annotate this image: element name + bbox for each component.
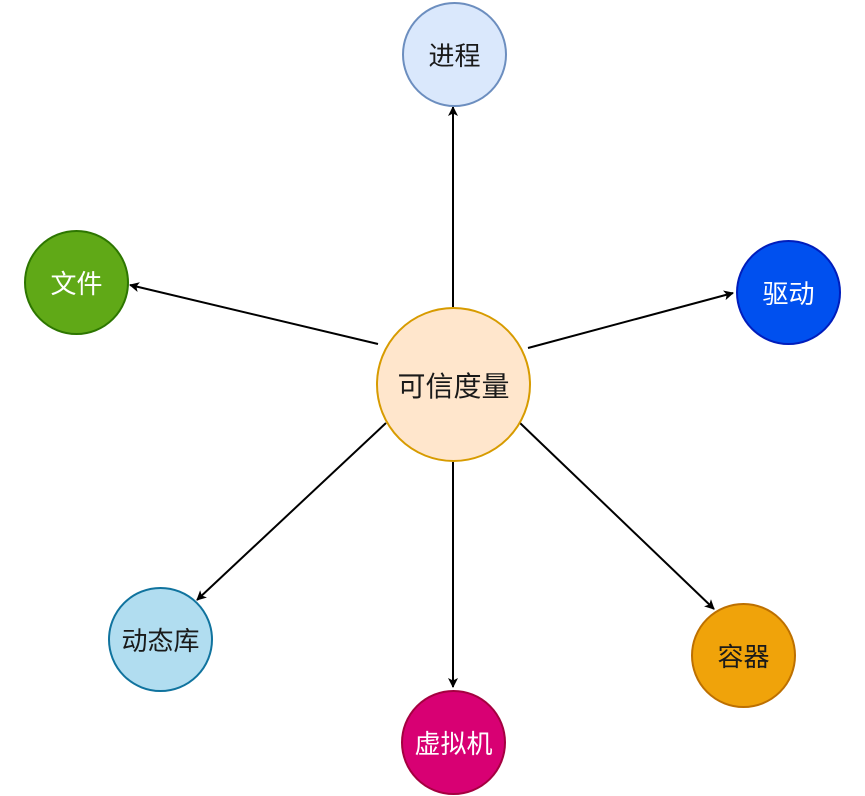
node-virtual-machine: 虚拟机	[401, 690, 506, 795]
node-process-label: 进程	[428, 42, 481, 72]
node-file-label: 文件	[50, 270, 103, 300]
edge-to-driver	[527, 290, 734, 349]
node-dynamic-library: 动态库	[108, 587, 213, 692]
node-container-label: 容器	[717, 643, 770, 673]
edge-to-file	[129, 282, 379, 345]
node-virtual-machine-label: 虚拟机	[414, 730, 493, 760]
node-dynamic-library-label: 动态库	[121, 627, 200, 657]
node-driver-label: 驱动	[762, 280, 815, 310]
edge-to-dynlib	[196, 422, 387, 601]
node-process: 进程	[402, 2, 507, 107]
node-driver: 驱动	[736, 240, 841, 345]
center-node-label: 可信度量	[397, 369, 510, 403]
center-node-trusted-measurement: 可信度量	[376, 307, 531, 462]
node-file: 文件	[24, 230, 129, 335]
edge-to-container	[519, 422, 715, 610]
node-container: 容器	[691, 603, 796, 708]
